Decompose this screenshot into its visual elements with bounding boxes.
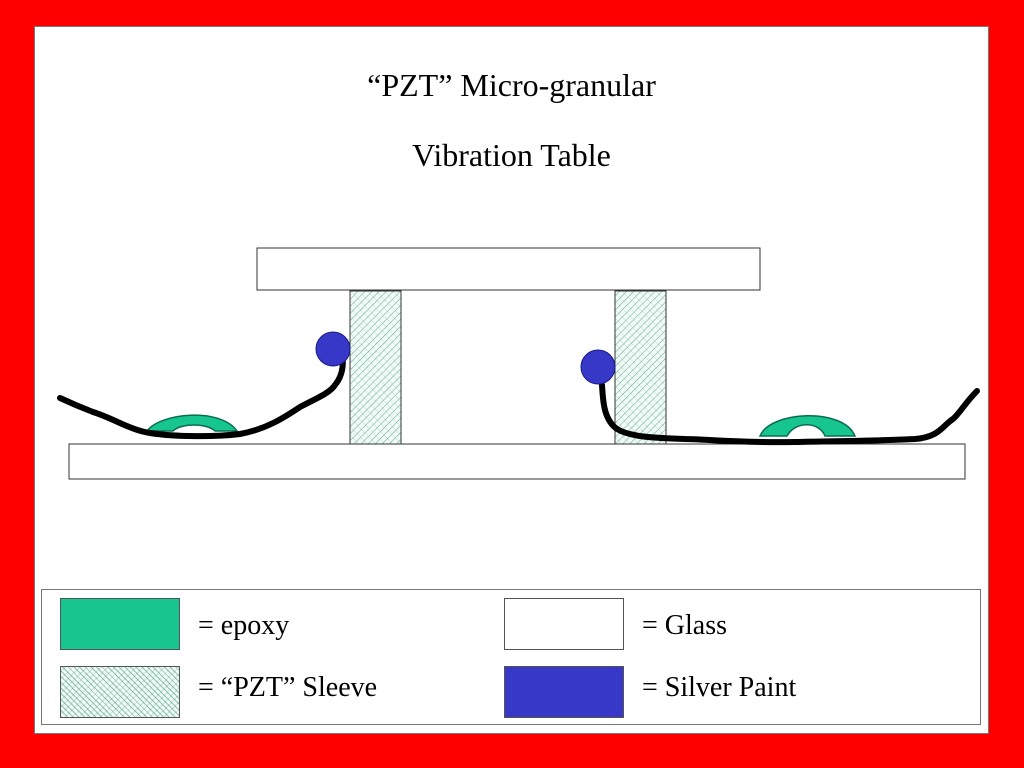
left-wire <box>57 346 346 440</box>
legend-label-glass: = Glass <box>642 610 728 641</box>
right-pzt-sleeve <box>614 290 667 445</box>
top-glass-plate <box>256 247 761 291</box>
left-epoxy-blob <box>145 414 239 432</box>
vibration-table-diagram <box>57 247 980 480</box>
title-line-1: “PZT” Micro-granular <box>367 67 656 103</box>
legend-swatch-silver-paint <box>504 666 624 718</box>
left-silver-paint-dot <box>315 331 351 367</box>
legend-swatch-pzt-sleeve <box>60 666 180 718</box>
right-epoxy-blob <box>758 415 857 437</box>
legend: = epoxy = “PZT” Sleeve = Glass = Silver … <box>41 589 981 725</box>
legend-label-silver-paint: = Silver Paint <box>642 672 797 703</box>
title-line-2: Vibration Table <box>412 137 611 173</box>
slide: “PZT” Micro-granular Vibration Table <box>34 26 989 734</box>
right-silver-paint-dot <box>580 349 616 385</box>
right-wire <box>599 382 980 446</box>
legend-swatch-glass <box>504 598 624 650</box>
legend-swatch-epoxy <box>60 598 180 650</box>
legend-label-pzt-sleeve: = “PZT” Sleeve <box>198 672 378 703</box>
base-glass-plate <box>68 443 966 480</box>
legend-label-epoxy: = epoxy <box>198 610 290 641</box>
left-pzt-sleeve <box>349 290 402 445</box>
